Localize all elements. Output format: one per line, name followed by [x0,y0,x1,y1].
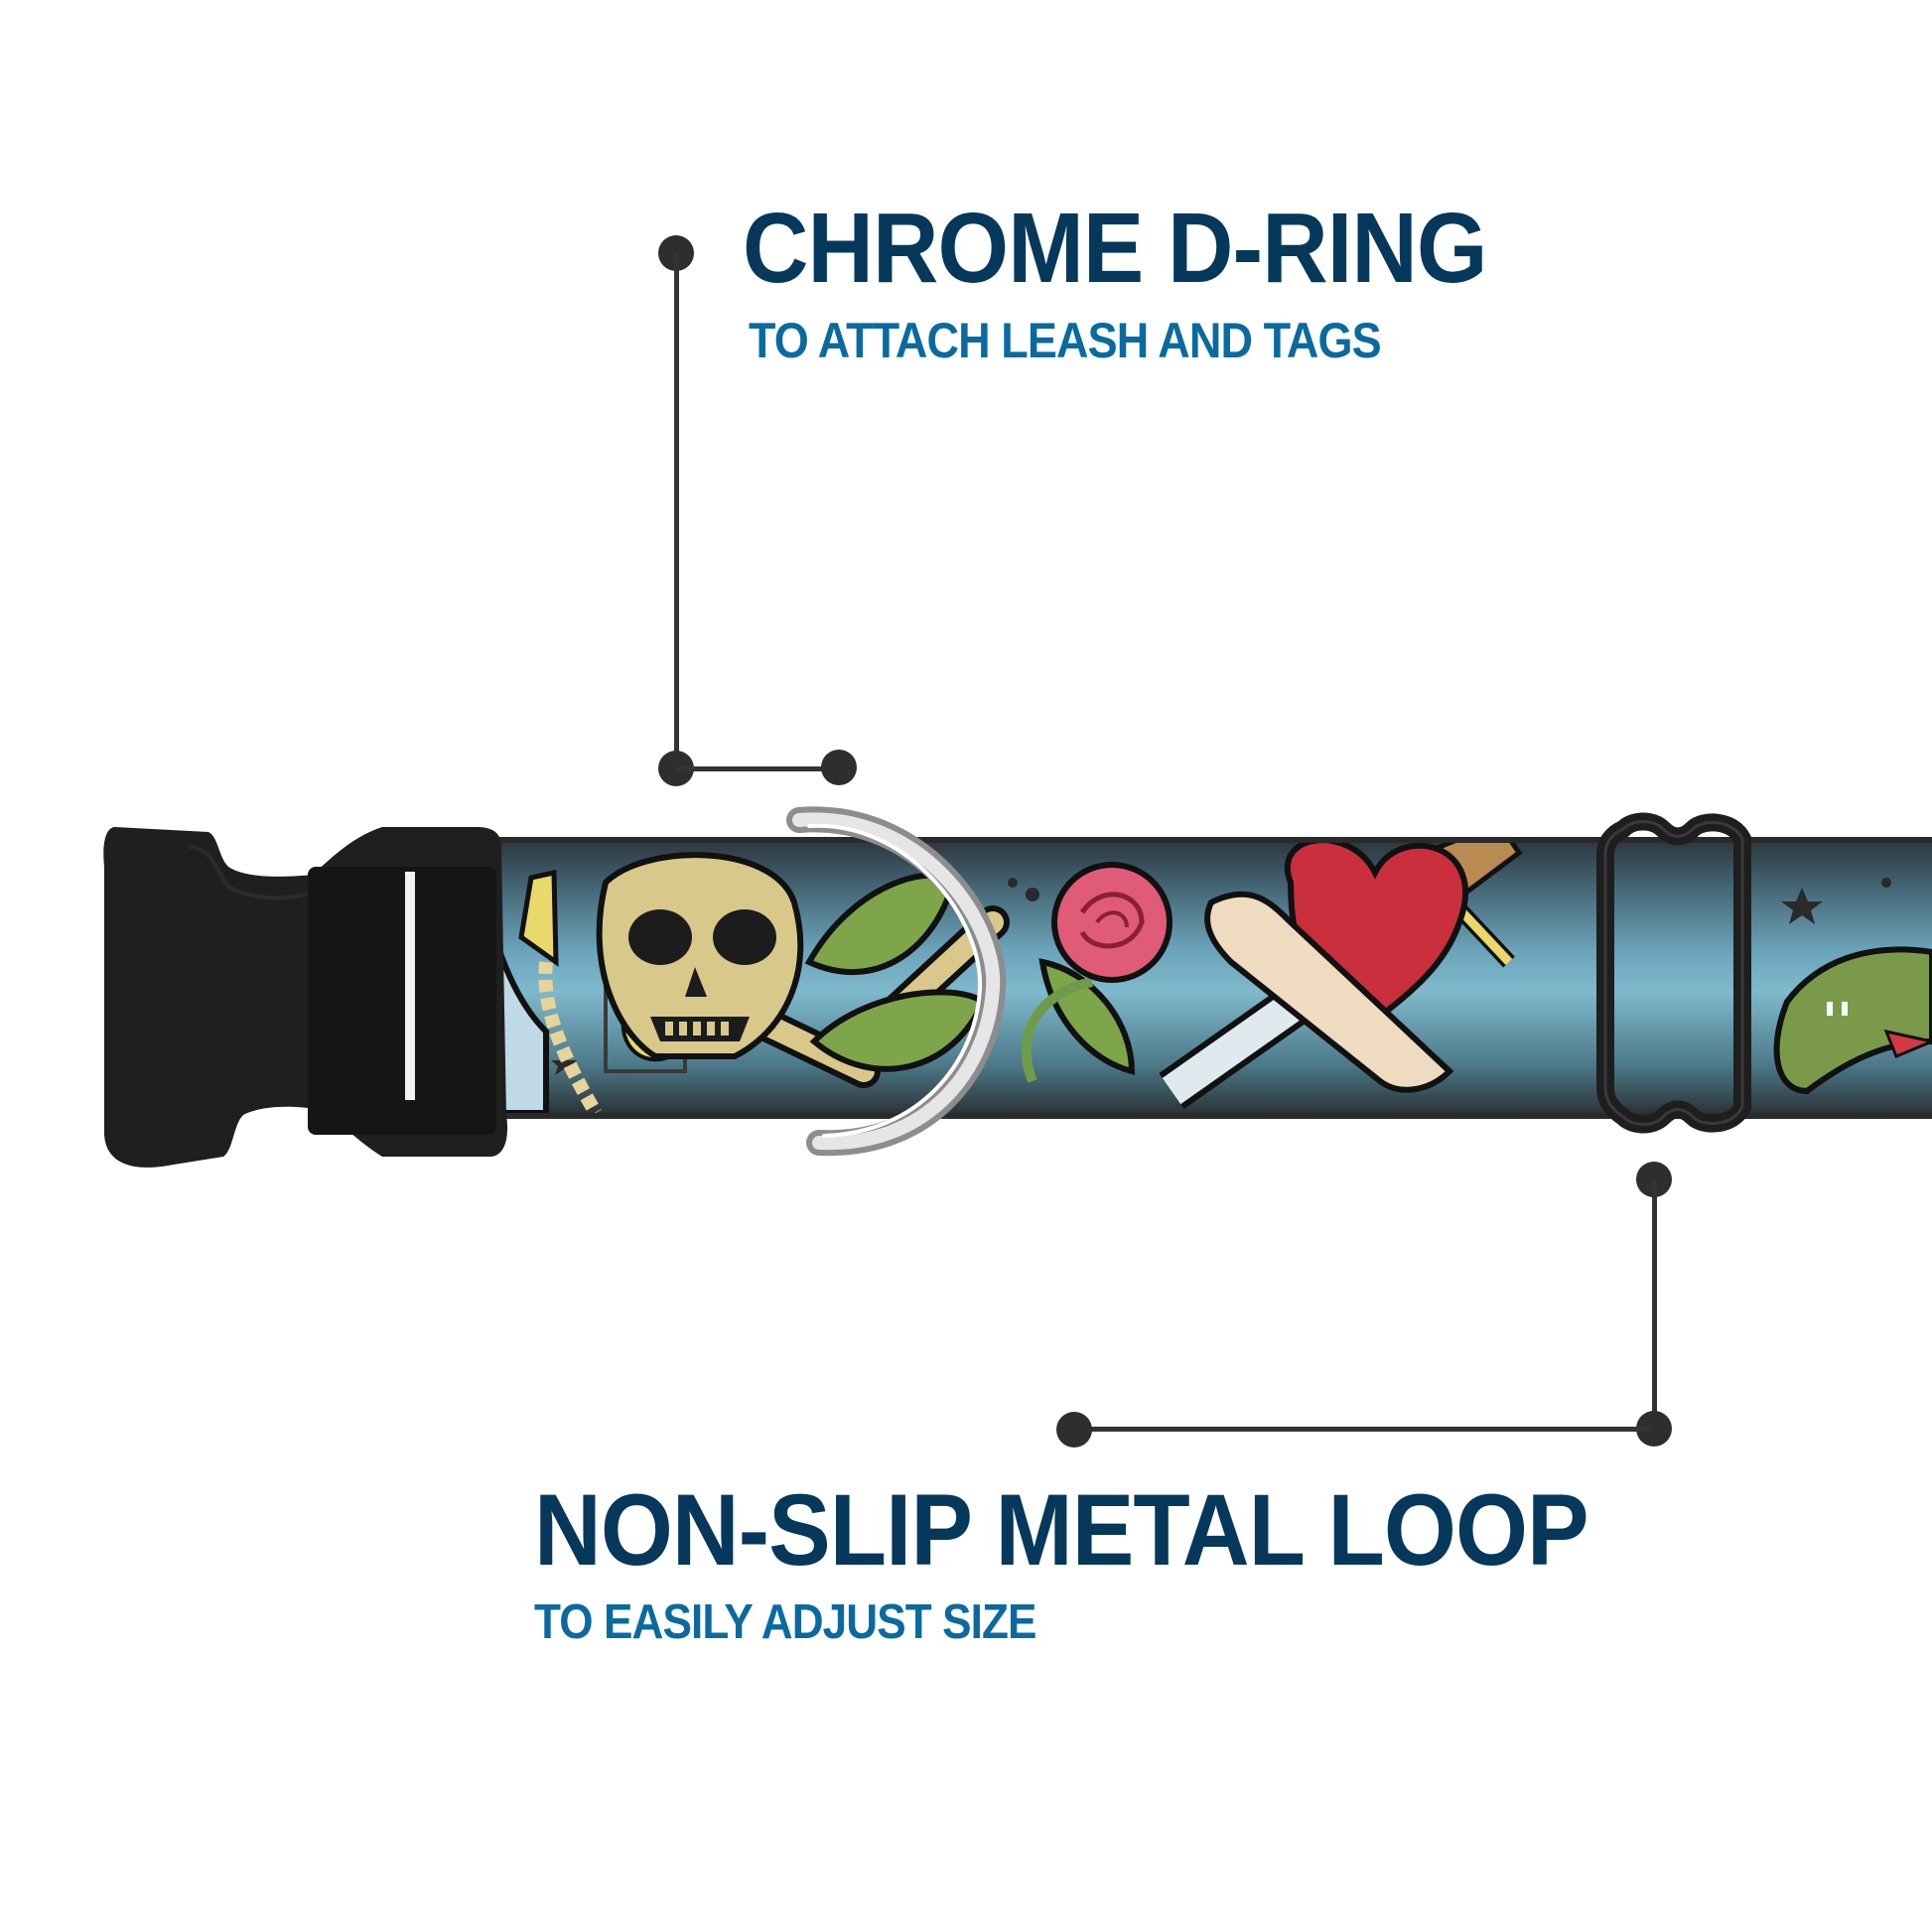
leaf-art [804,872,1136,1075]
chrome-d-ring[interactable] [759,800,1008,1158]
d-ring-title: CHROME D-RING [743,193,1487,304]
metal-loop-subtitle: TO EASILY ADJUST SIZE [534,1595,1036,1649]
loop-leader-dot-end [1056,1412,1092,1448]
d-ring-leader-dot-end [821,750,857,785]
d-ring-leader-horizontal [676,766,840,771]
buckle-slot [308,867,496,1135]
collar-strap [397,837,1932,1119]
metal-loop-title: NON-SLIP METAL LOOP [534,1473,1589,1587]
loop-leader-horizontal [1075,1427,1651,1432]
heart-dagger-art [1159,843,1523,1109]
loop-leader-vertical [1652,1179,1657,1433]
snake-art [1773,946,1932,1095]
rose-art [1021,862,1173,1083]
buckle[interactable] [94,807,511,1176]
d-ring-leader-vertical [674,253,679,772]
tattoo-pattern-art [397,843,1932,1113]
buckle-slot-highlight [405,872,415,1100]
slide-loop[interactable] [1593,809,1752,1137]
d-ring-subtitle: TO ATTACH LEASH AND TAGS [749,313,1382,368]
